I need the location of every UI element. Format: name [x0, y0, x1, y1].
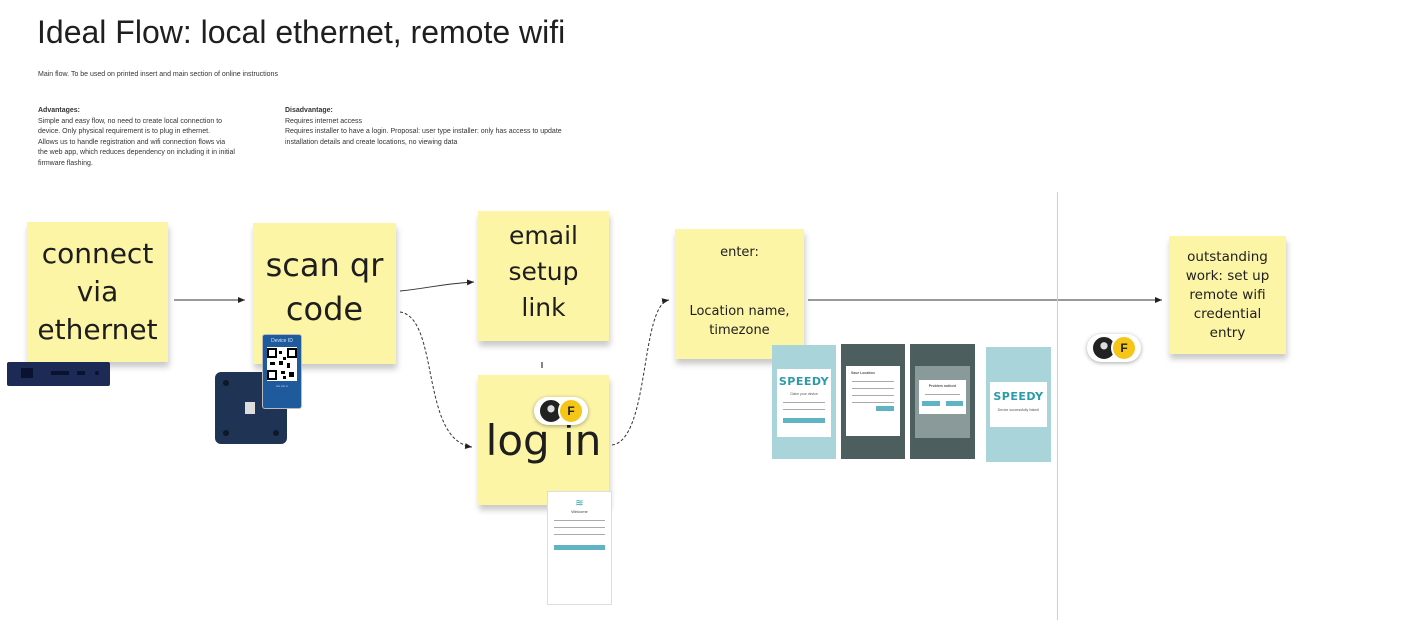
- sticky-text: Location name,: [689, 304, 790, 319]
- screen-claim-device: SPEEDY Claim your device: [772, 345, 836, 459]
- screen-card: SPEEDY Device successfully linked!: [990, 382, 1047, 427]
- screen-field: [554, 531, 605, 535]
- arrow-scan-to-login: [399, 311, 473, 450]
- brand-logo: SPEEDY: [993, 390, 1044, 403]
- ethernet-device-image: [7, 362, 110, 386]
- collaborator-avatars[interactable]: F: [534, 397, 588, 425]
- screen-button: [554, 545, 605, 550]
- sticky-text: code: [285, 289, 364, 328]
- screen-problem-noticed: Problem noticed: [910, 344, 975, 459]
- avatar-initial: F: [1111, 335, 1137, 361]
- screw-hole: [273, 430, 279, 436]
- advantages-heading: Advantages:: [38, 107, 81, 114]
- disadvantage-line: installation details and create location…: [285, 138, 458, 146]
- brand-logo: SPEEDY: [778, 375, 830, 388]
- usb-port: [77, 371, 85, 375]
- arrow-scan-to-email: [399, 279, 475, 292]
- dialog-line: [925, 391, 960, 395]
- dialog-button: [945, 401, 963, 406]
- sticky-text: email: [509, 221, 578, 250]
- section-divider: [1057, 192, 1058, 620]
- sticky-text: setup: [508, 257, 579, 286]
- disadvantage-note: Disadvantage: Requires internet access R…: [285, 106, 562, 148]
- page-title: Ideal Flow: local ethernet, remote wifi: [37, 14, 566, 50]
- screen-device-linked: SPEEDY Device successfully linked!: [986, 347, 1051, 462]
- sticky-text: credential: [1193, 305, 1262, 322]
- sticky-connect-via-ethernet[interactable]: connect via ethernet: [27, 222, 168, 362]
- qr-code-tag: Device ID ▪▪▪▪ ▪▪▪▪ ▪▪: [262, 334, 302, 409]
- advantages-note: Advantages: Simple and easy flow, no nee…: [38, 106, 235, 170]
- advantages-line: Simple and easy flow, no need to create …: [38, 117, 223, 125]
- screw-hole: [223, 430, 229, 436]
- tag-code-line: ▪▪▪▪ ▪▪▪▪ ▪▪: [275, 384, 289, 388]
- screen-login: ≋ Welcome: [547, 491, 612, 605]
- screen-field: [852, 378, 894, 382]
- screen-title: Welcome: [571, 509, 588, 514]
- collaborator-avatars[interactable]: F: [1087, 334, 1141, 362]
- screen-text: Device successfully linked!: [997, 408, 1040, 412]
- screen-card: Save Location: [846, 366, 900, 436]
- sticky-text: enter:: [720, 245, 759, 260]
- avatar-initial: F: [558, 398, 584, 424]
- sticky-text: remote wifi: [1189, 286, 1266, 303]
- sticky-outstanding-work[interactable]: outstanding work: set up remote wifi cre…: [1169, 236, 1286, 354]
- dialog-title: Problem noticed: [928, 384, 957, 388]
- arrow-login-to-enter: [611, 298, 670, 446]
- sticky-text: connect: [41, 237, 154, 270]
- screw-hole: [223, 380, 229, 386]
- screen-field: [852, 392, 894, 396]
- sticky-text: scan qr: [265, 245, 384, 284]
- screen-backdrop: Problem noticed: [915, 366, 970, 438]
- screen-field: [852, 385, 894, 389]
- advantages-line: the web app, which reduces dependency on…: [38, 149, 235, 157]
- page-subtitle: Main flow. To be used on printed insert …: [38, 71, 278, 78]
- advantages-line: firmware flashing.: [38, 159, 93, 167]
- screen-field: [852, 399, 894, 403]
- screen-field: [783, 399, 825, 403]
- sticky-text: work: set up: [1185, 267, 1270, 284]
- screen-field: [554, 524, 605, 528]
- disadvantage-heading: Disadvantage:: [285, 107, 333, 114]
- sticky-email-setup-link[interactable]: email setup link: [478, 211, 609, 341]
- power-port: [95, 371, 99, 375]
- sticky-log-in[interactable]: log in: [478, 375, 609, 505]
- sticky-text: via: [76, 275, 119, 308]
- screen-text: Claim your device: [790, 392, 818, 396]
- device-label: [245, 402, 255, 414]
- dialog-buttons: [919, 401, 966, 406]
- qr-code-icon: [267, 347, 297, 381]
- device-id-label: Device ID: [271, 338, 293, 344]
- screen-title: Save Location: [851, 371, 875, 375]
- screen-field: [554, 517, 605, 521]
- advantages-line: Allows us to handle registration and wif…: [38, 138, 226, 146]
- dialog-button: [922, 401, 940, 406]
- disadvantage-line: Requires installer to have a login. Prop…: [285, 128, 562, 136]
- disadvantage-line: Requires internet access: [285, 117, 363, 125]
- advantages-line: device. Only physical requirement is to …: [38, 128, 210, 136]
- sticky-text: ethernet: [37, 313, 158, 346]
- screen-save-location: Save Location: [841, 344, 905, 459]
- sticky-text: outstanding: [1187, 248, 1268, 265]
- sticky-text: link: [521, 293, 566, 322]
- sticky-text: entry: [1209, 324, 1246, 341]
- screen-button: [876, 406, 894, 411]
- wifi-logo-icon: ≋: [575, 498, 584, 509]
- ethernet-port: [21, 368, 33, 378]
- sticky-enter-location[interactable]: enter: Location name, timezone: [675, 229, 804, 359]
- screen-field: [783, 406, 825, 410]
- dialog-card: Problem noticed: [919, 380, 966, 414]
- sticky-text: timezone: [709, 323, 770, 338]
- usb-port: [51, 371, 69, 375]
- screen-button: [783, 418, 825, 423]
- screen-card: SPEEDY Claim your device: [777, 369, 831, 437]
